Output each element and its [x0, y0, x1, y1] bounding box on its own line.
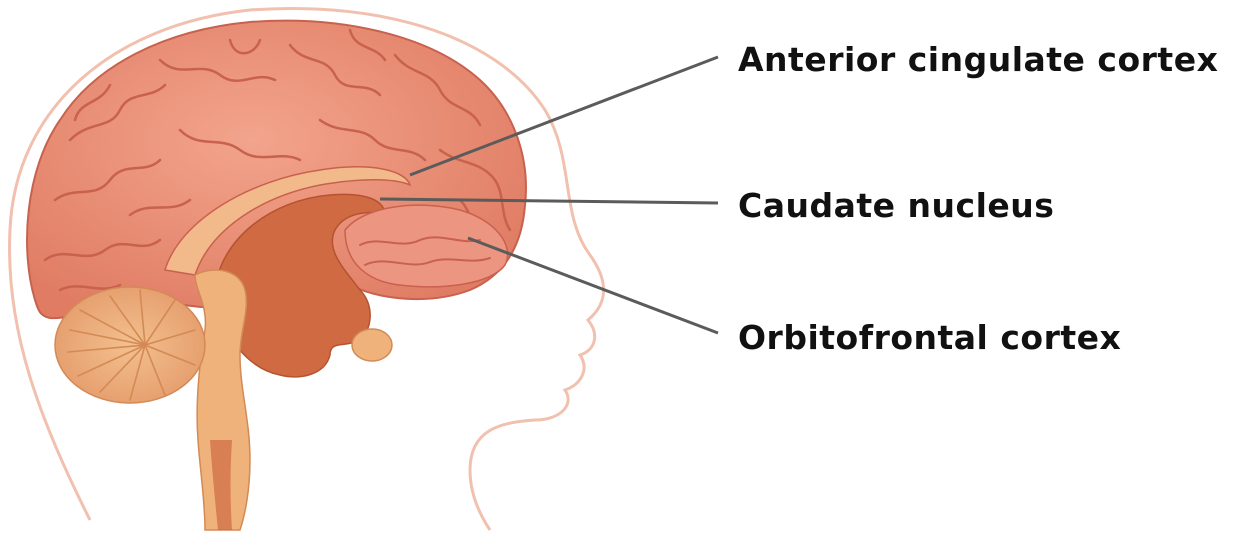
- cerebellum: [55, 287, 205, 403]
- label-orbitofrontal-cortex: Orbitofrontal cortex: [738, 318, 1121, 357]
- leader-line-orbitofrontal: [468, 238, 718, 333]
- pituitary: [352, 329, 392, 361]
- label-caudate-nucleus: Caudate nucleus: [738, 186, 1054, 225]
- label-anterior-cingulate-cortex: Anterior cingulate cortex: [738, 40, 1218, 79]
- brain-icon: [27, 21, 526, 530]
